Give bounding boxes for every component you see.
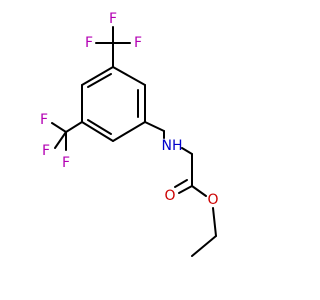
molecule-structure: F F F F F F NH O O — [40, 11, 219, 257]
bond-ring-4 — [81, 121, 114, 142]
bond-c-o-double-1 — [178, 185, 193, 194]
bond-o-ch2 — [212, 207, 217, 237]
bond-ch2-ch3 — [191, 235, 217, 257]
bond-ring-3 — [112, 121, 146, 142]
atom-f-left-left: F — [42, 143, 50, 159]
bond-n-ch2 — [181, 147, 193, 155]
bond-ring-1 — [112, 66, 146, 86]
atom-f-top-left: F — [85, 35, 93, 51]
atom-o-ester: O — [207, 192, 218, 208]
bond-c-o-single — [191, 185, 207, 197]
atom-f-left-up: F — [40, 112, 48, 128]
atom-f-left-down: F — [62, 155, 70, 171]
bond-cf-left-up — [51, 122, 67, 133]
benzene-ring — [81, 66, 146, 142]
bond-ring-cf3-left — [65, 121, 83, 133]
atom-nh: NH — [162, 138, 183, 154]
atom-f-top-up: F — [109, 11, 117, 27]
bond-cf-left-left — [54, 131, 67, 149]
molecule-canvas: F F F F F F NH O O — [40, 11, 219, 257]
ethyl-ester: O O — [164, 179, 219, 257]
trifluoromethyl-top: F F F — [85, 11, 142, 68]
amine-linker: NH — [144, 121, 193, 187]
bond-ring-double-3 — [87, 73, 112, 88]
bond-ring-ch2 — [144, 121, 165, 132]
trifluoromethyl-left: F F F — [40, 112, 83, 171]
bond-ring-6 — [81, 66, 114, 86]
atom-f-top-right: F — [134, 35, 142, 51]
bond-ring-double-2 — [87, 119, 112, 135]
atom-o-carbonyl: O — [164, 188, 175, 204]
bond-c-o-double-2 — [174, 179, 188, 188]
